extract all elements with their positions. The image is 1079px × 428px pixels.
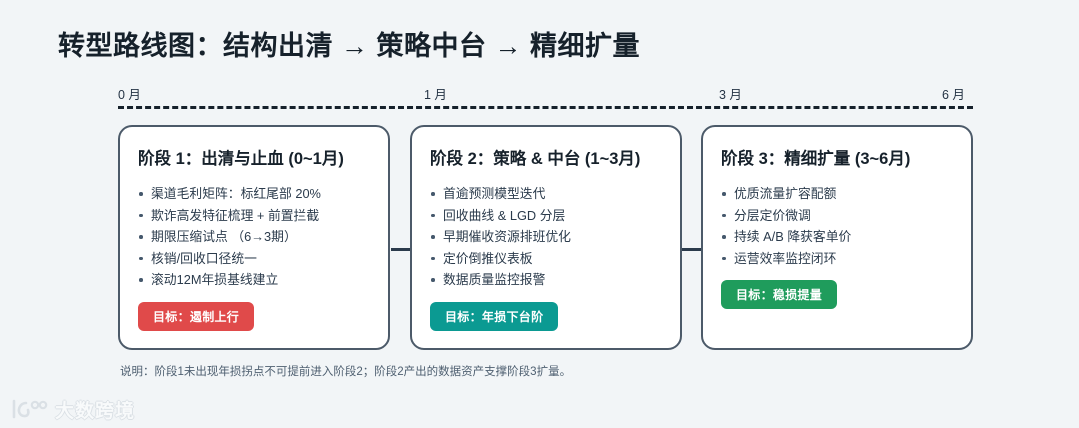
watermark-text: 大数跨境: [55, 400, 136, 422]
list-item: 核销/回收口径统一: [138, 248, 370, 270]
page-title: 转型路线图：结构出清 → 策略中台 → 精细扩量: [58, 31, 641, 61]
list-item: 期限压缩试点 （6→3期）: [138, 226, 370, 248]
phase-card-2-bullets: 首逾预测模型迭代 回收曲线 & LGD 分层 早期催收资源排班优化 定价倒推仪表…: [430, 183, 662, 291]
list-item: 欺诈高发特征梳理 + 前置拦截: [138, 205, 370, 227]
timeline-tick-3: 6 月: [942, 88, 965, 102]
list-item: 渠道毛利矩阵：标红尾部 20%: [138, 183, 370, 205]
timeline-tick-0: 0 月: [118, 88, 141, 102]
list-item: 定价倒推仪表板: [430, 248, 662, 270]
phase-card-1-bullets: 渠道毛利矩阵：标红尾部 20% 欺诈高发特征梳理 + 前置拦截 期限压缩试点 （…: [138, 183, 370, 291]
list-item: 分层定价微调: [721, 205, 953, 227]
phase-card-2-title: 阶段 2：策略 & 中台 (1~3月): [430, 150, 641, 168]
phase-card-1-goal-badge: 目标：遏制上行: [138, 301, 255, 331]
phase-card-3-goal-badge: 目标：稳损提量: [721, 280, 838, 309]
list-item: 数据质量监控报警: [430, 269, 662, 291]
phase-card-2[interactable]: 阶段 2：策略 & 中台 (1~3月) 首逾预测模型迭代 回收曲线 & LGD …: [410, 125, 682, 350]
list-item: 首逾预测模型迭代: [430, 183, 662, 205]
timeline: 0 月 1 月 3 月 6 月: [118, 84, 973, 110]
phase-card-3-title: 阶段 3：精细扩量 (3~6月): [721, 150, 911, 168]
arrow-shaft: [682, 248, 706, 251]
list-item: 早期催收资源排班优化: [430, 226, 662, 248]
footnote: 说明：阶段1未出现年损拐点不可提前进入阶段2；阶段2产出的数据资产支撑阶段3扩量…: [120, 366, 572, 378]
phase-cards: 阶段 1：出清与止血 (0~1月) 渠道毛利矩阵：标红尾部 20% 欺诈高发特征…: [118, 125, 973, 350]
timeline-axis-line: [118, 106, 973, 109]
timeline-tick-2: 3 月: [719, 88, 742, 102]
phase-card-3-bullets: 优质流量扩容配额 分层定价微调 持续 A/B 降获客单价 运营效率监控闭环: [721, 183, 953, 269]
list-item: 滚动12M年损基线建立: [138, 269, 370, 291]
list-item: 回收曲线 & LGD 分层: [430, 205, 662, 227]
timeline-tick-1: 1 月: [424, 88, 447, 102]
arrow-shaft: [391, 248, 415, 251]
list-item: 优质流量扩容配额: [721, 183, 953, 205]
list-item: 持续 A/B 降获客单价: [721, 226, 953, 248]
phase-card-2-goal-badge: 目标：年损下台阶: [430, 301, 559, 331]
phase-card-1[interactable]: 阶段 1：出清与止血 (0~1月) 渠道毛利矩阵：标红尾部 20% 欺诈高发特征…: [118, 125, 390, 350]
brand-logo-icon: [10, 398, 48, 420]
phase-card-1-title: 阶段 1：出清与止血 (0~1月): [138, 150, 344, 168]
list-item: 运营效率监控闭环: [721, 248, 953, 270]
phase-card-3[interactable]: 阶段 3：精细扩量 (3~6月) 优质流量扩容配额 分层定价微调 持续 A/B …: [701, 125, 973, 350]
watermark: 大数跨境: [10, 394, 135, 424]
